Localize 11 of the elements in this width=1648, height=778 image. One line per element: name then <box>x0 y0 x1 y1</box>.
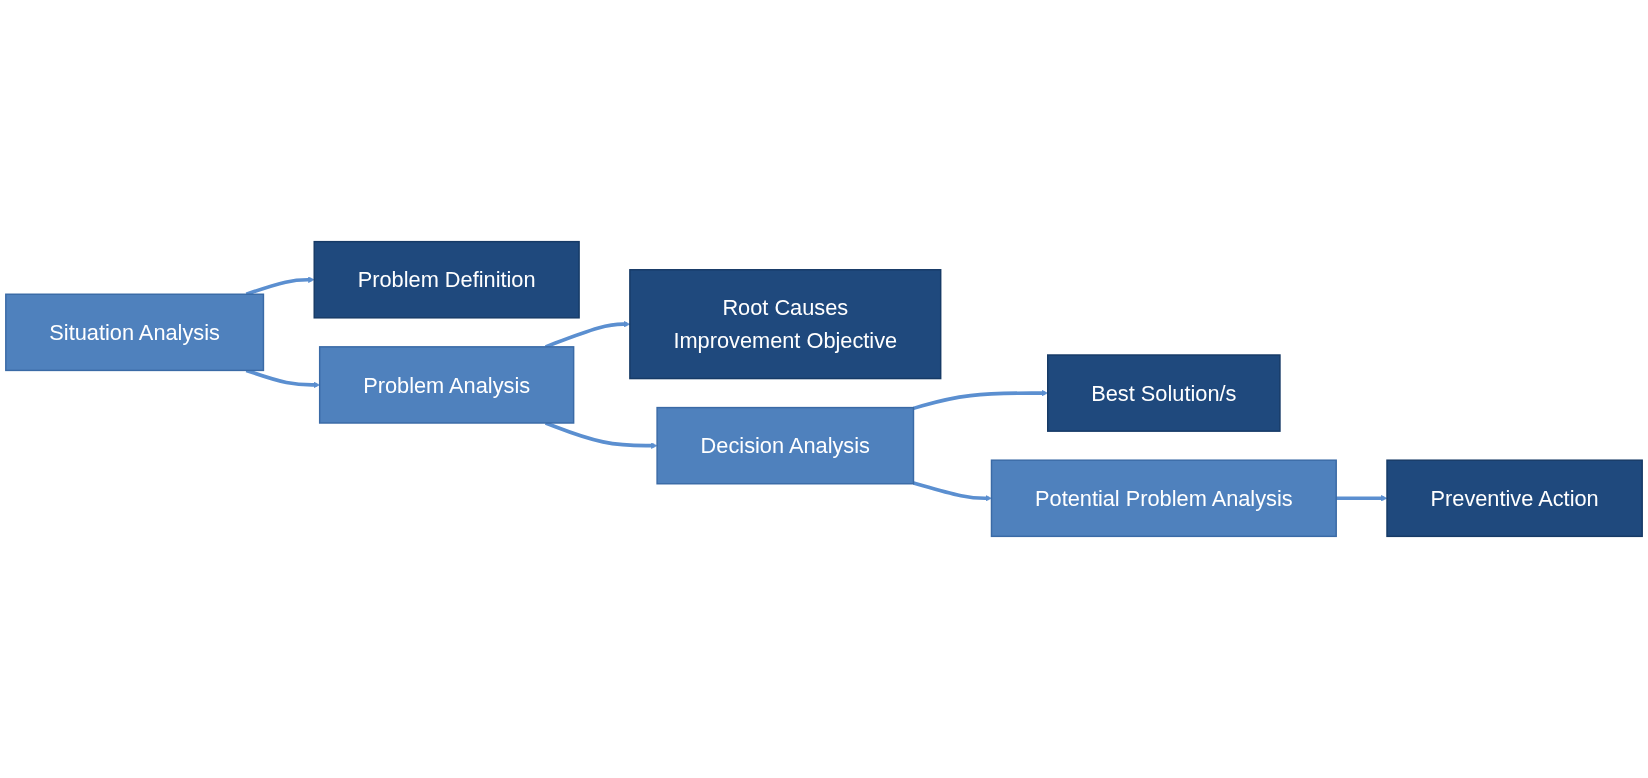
arrow <box>245 276 315 296</box>
node-box: Preventive Action <box>1386 459 1643 538</box>
node-box: Problem Analysis <box>318 346 575 424</box>
node-box: Potential Problem Analysis <box>990 459 1337 538</box>
node-box: Problem Definition <box>313 240 580 319</box>
node-box: Situation Analysis <box>5 293 265 372</box>
node-box: Best Solution/s <box>1047 354 1281 432</box>
node-box: Decision Analysis <box>656 406 915 485</box>
arrow <box>913 481 992 502</box>
arrow <box>913 389 1048 411</box>
node-box: Root Causes Improvement Objective <box>629 269 942 380</box>
